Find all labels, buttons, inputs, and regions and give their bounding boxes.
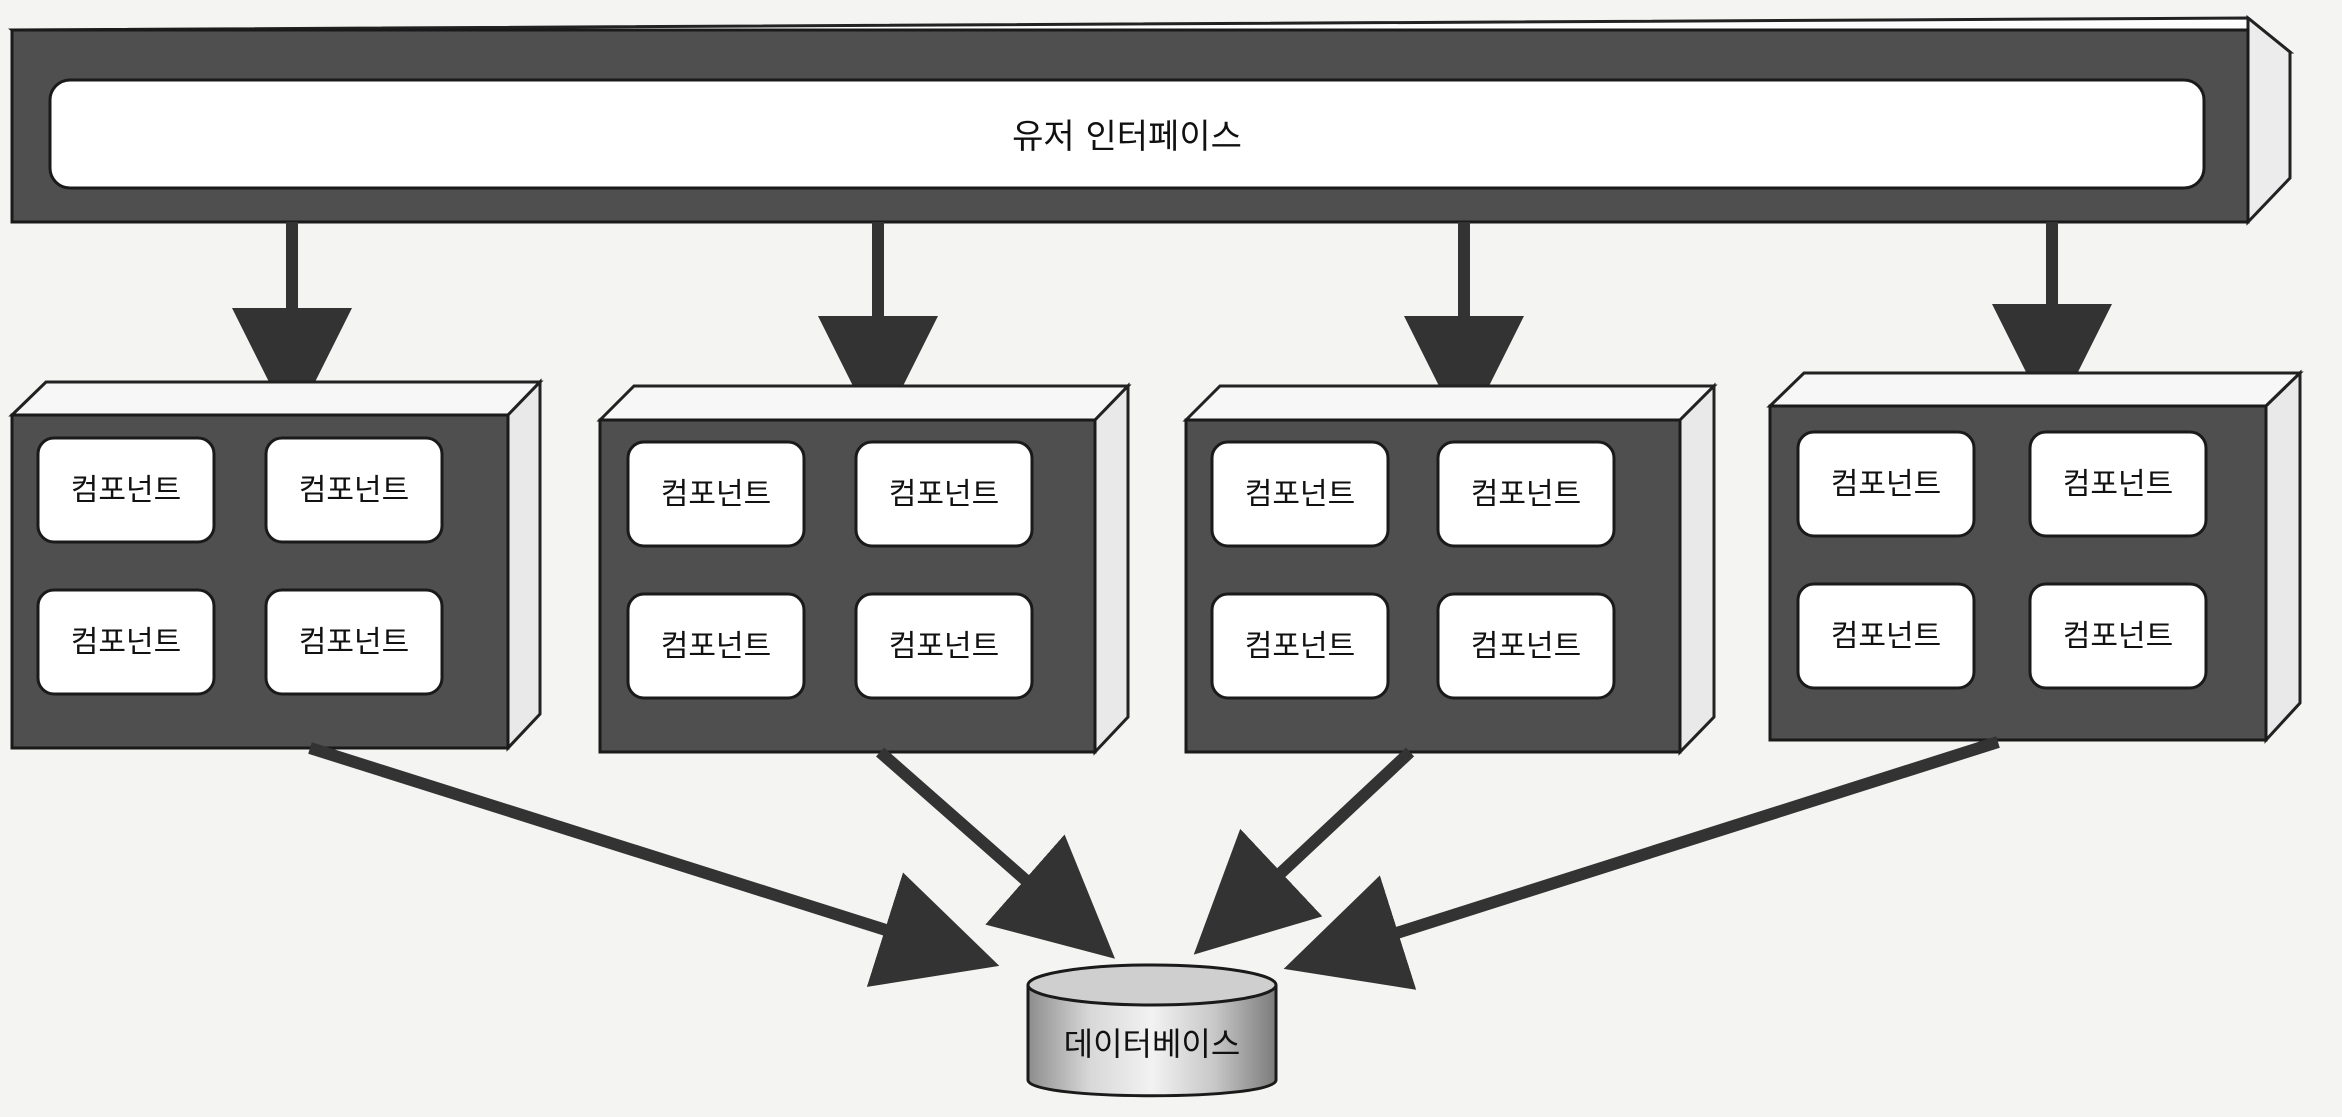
component-label: 컴포넌트 bbox=[71, 625, 181, 660]
service-block-1-top-face bbox=[8, 380, 544, 417]
component-box bbox=[854, 592, 1034, 700]
service-block-1: 컴포넌트 컴포넌트 컴포넌트 컴포넌트 bbox=[8, 378, 544, 752]
service-block-4-top-face bbox=[1766, 371, 2304, 408]
ui-label-box bbox=[48, 78, 2206, 190]
component-label: 컴포넌트 bbox=[71, 473, 181, 508]
user-interface-block: 유저 인터페이스 bbox=[8, 14, 2295, 226]
component-label: 컴포넌트 bbox=[2063, 619, 2173, 654]
component-box bbox=[1796, 582, 1976, 690]
component-label: 컴포넌트 bbox=[1245, 629, 1355, 664]
component-box bbox=[1210, 592, 1390, 700]
component-box bbox=[2028, 430, 2208, 538]
component-label: 컴포넌트 bbox=[299, 473, 409, 508]
user-interface-label: 유저 인터페이스 bbox=[1012, 117, 1242, 157]
service-to-db-arrow-1 bbox=[308, 742, 1000, 987]
component-label: 컴포넌트 bbox=[1831, 467, 1941, 502]
component-label: 컴포넌트 bbox=[1471, 629, 1581, 664]
component-box bbox=[1436, 440, 1616, 548]
database-label: 데이터베이스 bbox=[1064, 1025, 1241, 1063]
service-block-2-top-face bbox=[596, 384, 1132, 422]
database-top bbox=[1026, 963, 1278, 1007]
component-box bbox=[264, 588, 444, 696]
component-box bbox=[36, 436, 216, 544]
component-box bbox=[264, 436, 444, 544]
service-block-1-side-face bbox=[506, 378, 542, 752]
service-to-database-arrows bbox=[308, 736, 2000, 990]
component-box bbox=[1796, 430, 1976, 538]
service-block-3: 컴포넌트 컴포넌트 컴포넌트 컴포넌트 bbox=[1182, 382, 1718, 756]
component-label: 컴포넌트 bbox=[1831, 619, 1941, 654]
component-box bbox=[1436, 592, 1616, 700]
ui-block-side-face bbox=[2246, 14, 2292, 226]
service-to-db-arrow-2 bbox=[876, 747, 1116, 959]
component-box bbox=[854, 440, 1034, 548]
component-box bbox=[1210, 440, 1390, 548]
component-label: 컴포넌트 bbox=[661, 477, 771, 512]
component-label: 컴포넌트 bbox=[1245, 477, 1355, 512]
component-box bbox=[36, 588, 216, 696]
component-label: 컴포넌트 bbox=[889, 629, 999, 664]
service-block-2: 컴포넌트 컴포넌트 컴포넌트 컴포넌트 bbox=[596, 382, 1132, 756]
service-block-4-side-face bbox=[2264, 369, 2302, 744]
component-label: 컴포넌트 bbox=[299, 625, 409, 660]
service-block-4: 컴포넌트 컴포넌트 컴포넌트 컴포넌트 bbox=[1766, 369, 2304, 744]
service-block-3-top-face bbox=[1182, 384, 1718, 422]
service-to-db-arrow-3 bbox=[1193, 747, 1415, 955]
database-body bbox=[1026, 985, 1278, 1098]
component-label: 컴포넌트 bbox=[2063, 467, 2173, 502]
component-box bbox=[2028, 582, 2208, 690]
service-block-2-side-face bbox=[1093, 382, 1130, 756]
database-cylinder: 데이터베이스 bbox=[1026, 963, 1278, 1098]
component-label: 컴포넌트 bbox=[889, 477, 999, 512]
service-to-db-arrow-4 bbox=[1283, 736, 2000, 990]
component-box bbox=[626, 592, 806, 700]
component-label: 컴포넌트 bbox=[661, 629, 771, 664]
component-label: 컴포넌트 bbox=[1471, 477, 1581, 512]
ui-to-service-arrows bbox=[232, 222, 2112, 436]
service-block-3-side-face bbox=[1678, 382, 1716, 756]
component-box bbox=[626, 440, 806, 548]
